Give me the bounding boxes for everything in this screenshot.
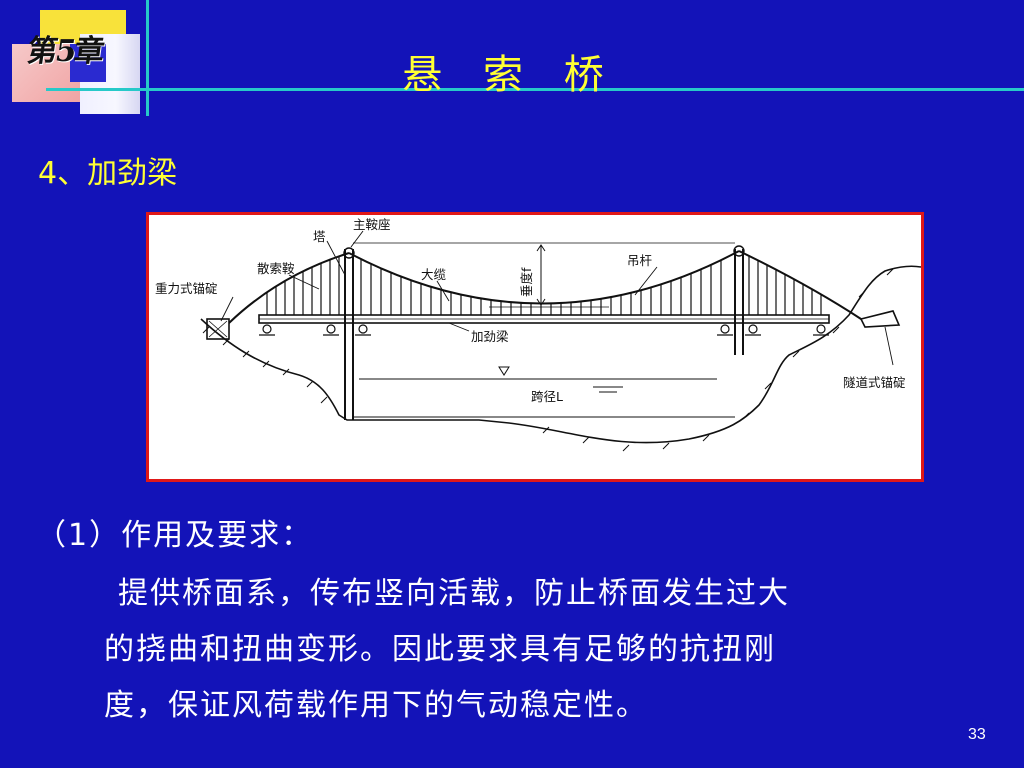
label-sag: 垂度f — [519, 267, 534, 297]
requirements-paragraph: 提供桥面系，传布竖向活载，防止桥面发生过大 的挠曲和扭曲变形。因此要求具有足够的… — [104, 566, 964, 734]
terrain-line — [200, 265, 921, 444]
label-splay-saddle: 散索鞍 — [257, 261, 295, 276]
label-tunnel-anchor: 隧道式锚碇 — [843, 375, 906, 390]
page-number: 33 — [968, 726, 986, 743]
label-span: 跨径L — [531, 389, 563, 404]
header-horizontal-rule — [46, 88, 1024, 91]
paragraph-line-2: 的挠曲和扭曲变形。因此要求具有足够的抗扭刚 — [104, 632, 776, 667]
section-heading: 4、加劲梁 — [38, 156, 178, 191]
label-hanger: 吊杆 — [627, 253, 653, 268]
bridge-drawing: 塔 主鞍座 散索鞍 重力式锚碇 大缆 吊杆 加劲梁 跨径L 隧道式锚碇 垂度f — [155, 217, 921, 452]
page-title: 悬 索 桥 — [402, 52, 618, 98]
requirements-subheading: （1）作用及要求： — [36, 518, 314, 553]
label-main-saddle: 主鞍座 — [353, 217, 391, 232]
label-tower: 塔 — [313, 229, 326, 244]
main-cable-line — [348, 250, 740, 305]
hanger-lines — [266, 255, 822, 315]
label-gravity-anchor: 重力式锚碇 — [155, 281, 218, 296]
label-stiffening-girder: 加劲梁 — [471, 329, 509, 344]
decor-blue-block — [70, 44, 106, 82]
suspension-bridge-diagram: 塔 主鞍座 散索鞍 重力式锚碇 大缆 吊杆 加劲梁 跨径L 隧道式锚碇 垂度f — [146, 212, 924, 482]
paragraph-line-3: 度，保证风荷载作用下的气动稳定性。 — [104, 688, 648, 723]
label-main-cable: 大缆 — [421, 267, 447, 282]
header-vertical-rule — [146, 0, 149, 116]
paragraph-line-1: 提供桥面系，传布竖向活载，防止桥面发生过大 — [118, 576, 790, 611]
chapter-label: 第5章 — [25, 34, 105, 69]
